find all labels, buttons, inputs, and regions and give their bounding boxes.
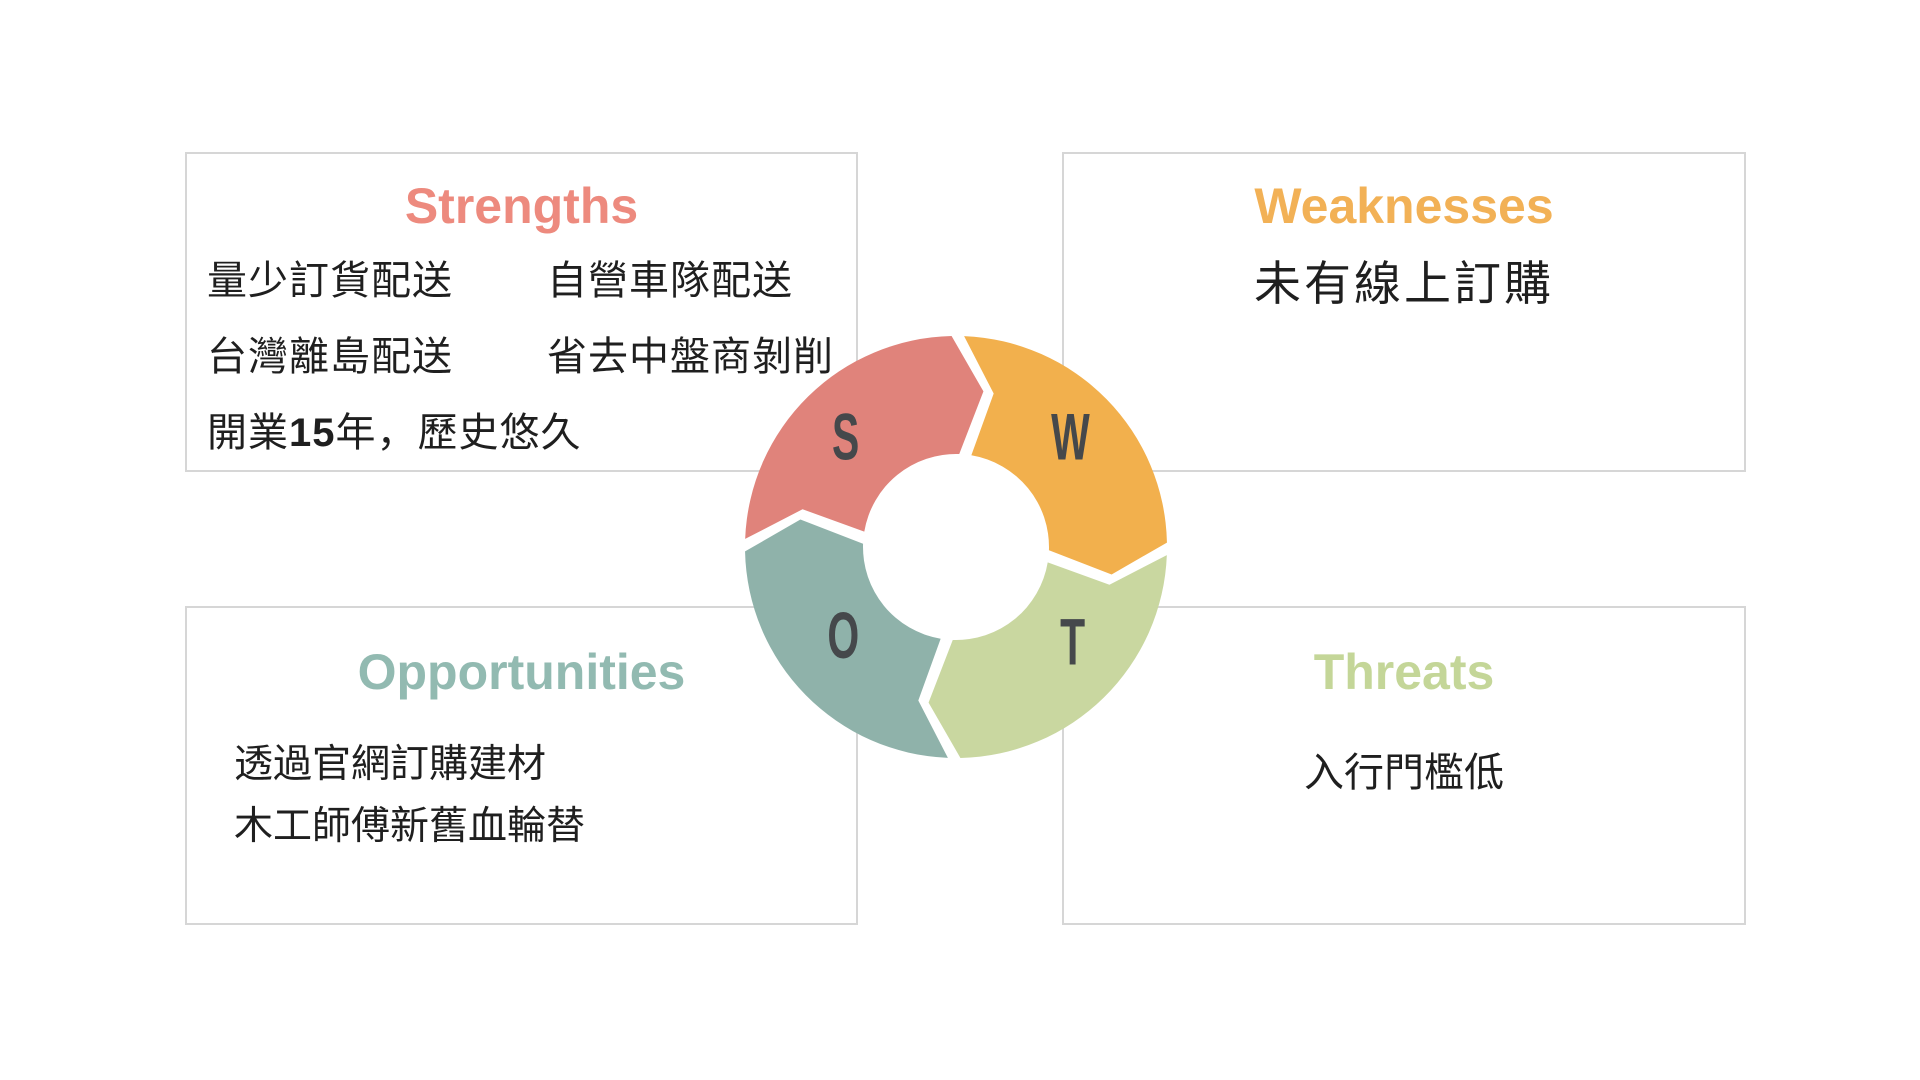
swot-point-row: 開業15年，歷史悠久 [207,395,848,471]
swot-point-row: 入行門檻低 [1064,743,1744,803]
swot-point-text: 台灣離島配送 [207,335,453,379]
weaknesses-points: 未有線上訂購 [1064,254,1744,314]
swot-point-text: 入行門檻低 [1304,751,1504,795]
swot-point-row: 未有線上訂購 [1064,254,1744,314]
swot-point-row: 台灣離島配送 省去中盤商剝削 [207,319,848,395]
threats-points: 入行門檻低 [1064,743,1744,803]
opportunities-points: 透過官網訂購建材木工師傅新舊血輪替 [234,734,856,858]
swot-point-row: 量少訂貨配送 自營車隊配送 [207,243,848,319]
swot-point-text: 開業15年，歷史悠久 [207,411,582,455]
weaknesses-box: Weaknesses 未有線上訂購 [1062,152,1746,472]
swot-point-text: 量少訂貨配送 [207,259,453,303]
swot-point-text: 省去中盤商剝削 [547,335,834,379]
swot-point-text: 木工師傅新舊血輪替 [234,805,586,848]
swot-point-text: 自營車隊配送 [547,259,793,303]
opportunities-box: Opportunities 透過官網訂購建材木工師傅新舊血輪替 [185,606,858,925]
weaknesses-title: Weaknesses [1254,178,1554,234]
swot-point-text: 未有線上訂購 [1254,257,1554,310]
swot-point-text: 透過官網訂購建材 [234,743,547,786]
threats-title: Threats [1313,644,1495,700]
swot-point-row: 透過官網訂購建材 [234,734,856,796]
threats-box: Threats 入行門檻低 [1062,606,1746,925]
swot-point-row: 木工師傅新舊血輪替 [234,796,856,858]
strengths-box: Strengths 量少訂貨配送 自營車隊配送台灣離島配送 省去中盤商剝削開業15年… [185,152,858,472]
opportunities-title: Opportunities [357,644,686,700]
strengths-points: 量少訂貨配送 自營車隊配送台灣離島配送 省去中盤商剝削開業15年，歷史悠久 [207,243,848,471]
strengths-title: Strengths [404,178,639,234]
